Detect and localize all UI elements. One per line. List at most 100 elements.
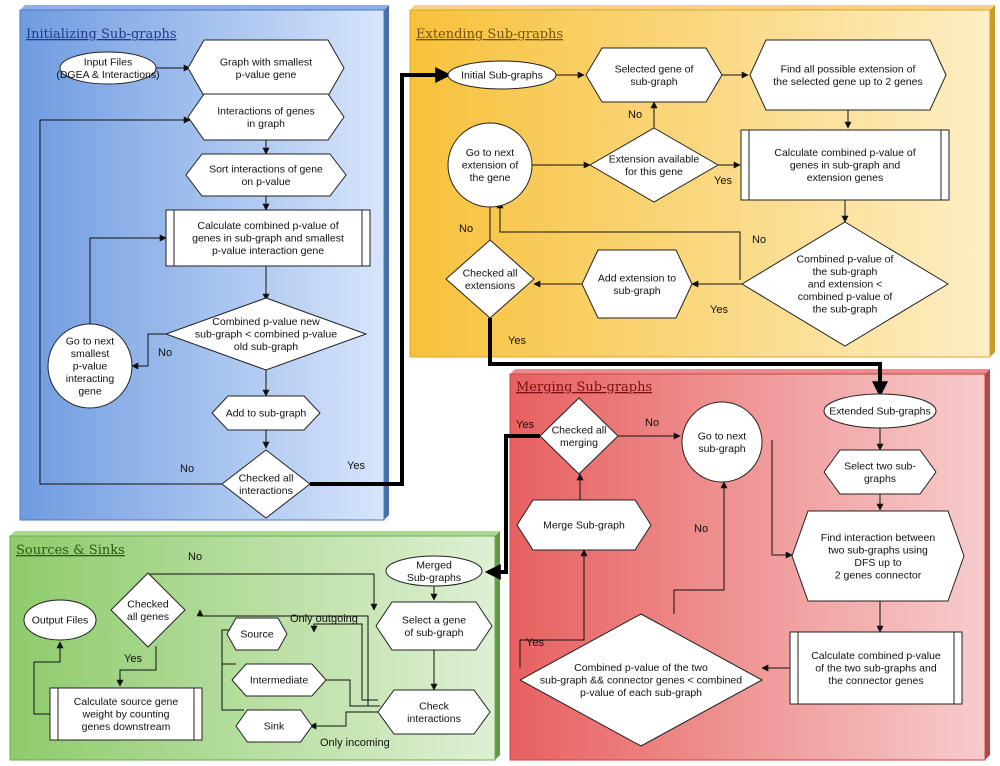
edge-label-ext-no-combined: No: [752, 234, 766, 246]
node-shape: [789, 631, 963, 705]
node-label-line: Sort interactions of gene: [209, 163, 323, 175]
node-label-line: Calculate combined p-value: [811, 650, 941, 662]
node-label-line: Sub-graphs: [407, 572, 461, 584]
node-label-line: (DGEA & Interactions): [56, 69, 159, 81]
edge-label-init-no-left: No: [158, 347, 172, 359]
node-label-line: sub-graph && connector genes < combined: [540, 675, 742, 687]
node-label-line: genes in sub-graph and smallest: [192, 233, 344, 245]
node-shape: [581, 249, 693, 319]
node-label-line: sub-graph: [613, 285, 660, 297]
node-label-line: in graph: [247, 118, 285, 130]
node-label-line: graphs: [864, 473, 896, 485]
edge-init-to-extend: [310, 67, 452, 486]
node-label-line: sub-graph: [630, 76, 677, 88]
edge-label-sinks-only-outgoing: Only outgoing: [290, 613, 358, 625]
node-shape: [741, 221, 949, 347]
node-shape: [539, 397, 619, 475]
flowchart-nodes: Input Files(DGEA & Interactions) Graph wi…: [23, 39, 965, 747]
node-shape: [231, 663, 327, 697]
node-label: Source: [240, 629, 273, 641]
node-merge-subgraph: Merge Sub-graph: [516, 499, 652, 551]
node-label-line: of sub-graph: [405, 627, 464, 639]
node-intermediate: Intermediate: [231, 663, 327, 697]
node-shape: [165, 209, 371, 267]
node-shape: [823, 393, 937, 429]
node-shape: [740, 129, 950, 201]
node-label-line: extensions: [465, 280, 515, 292]
node-shape: [59, 51, 157, 85]
node-label-line: extension of: [462, 160, 519, 172]
node-label-line: and extension <: [808, 279, 882, 291]
node-shape: [211, 395, 321, 431]
node-select-two: Select two sub-graphs: [823, 449, 937, 495]
edge-label-init-yes: Yes: [347, 460, 365, 472]
node-label-line: Combined p-value of: [797, 254, 894, 266]
edge-label-merge-yes: Yes: [516, 419, 534, 431]
node-label-line: Go to next: [66, 336, 115, 348]
node-label-line: the connector genes: [828, 675, 923, 687]
node-shape: [187, 93, 345, 141]
edge-extend-to-merge: [488, 318, 888, 398]
edge-label-ext-yes-checked: Yes: [508, 335, 526, 347]
node-label-line: combined p-value of: [798, 291, 893, 303]
node-label-line: Calculate source gene: [74, 696, 179, 708]
node-label-line: Add extension to: [598, 272, 676, 284]
node-label-line: gene: [78, 386, 102, 398]
node-shape: [221, 449, 311, 519]
node-label-line: DFS up to: [854, 557, 901, 569]
edge-label-sinks-yes: Yes: [124, 653, 142, 665]
node-label-line: two sub-graphs using: [828, 544, 928, 556]
node-label-line: sub-graph: [698, 443, 745, 455]
node-shape: [447, 122, 533, 208]
node-label-line: Graph with smallest: [220, 56, 312, 68]
edge-label-merge-no-checked: No: [645, 417, 659, 429]
node-label-line: Selected gene of: [615, 63, 694, 75]
node-label: Input Files(DGEA & Interactions): [56, 56, 159, 81]
node-label-line: Check: [419, 700, 450, 712]
node-label-line: p-value: [73, 361, 108, 373]
node-label: Merge Sub-graph: [543, 520, 625, 532]
edge-label-ext-yes-combined: Yes: [710, 304, 728, 316]
node-shape: [110, 572, 186, 648]
section-title-extend: Extending Sub-graphs: [416, 27, 563, 42]
edge-label-ext-no-checked: No: [459, 223, 473, 235]
node-label-line: interacting: [66, 373, 115, 385]
node-shape: [235, 709, 313, 743]
node-label-line: Find all possible extension of: [781, 63, 916, 75]
edge-label-merge-yes-combined: Yes: [526, 637, 544, 649]
node-label-line: the selected gene up to 2 genes: [773, 76, 922, 88]
node-label-line: Checked: [127, 598, 169, 610]
node-shape: [164, 297, 368, 371]
node-shape: [681, 401, 763, 483]
node-label-line: Merge Sub-graph: [543, 520, 625, 532]
node-label-line: Source: [240, 629, 273, 641]
